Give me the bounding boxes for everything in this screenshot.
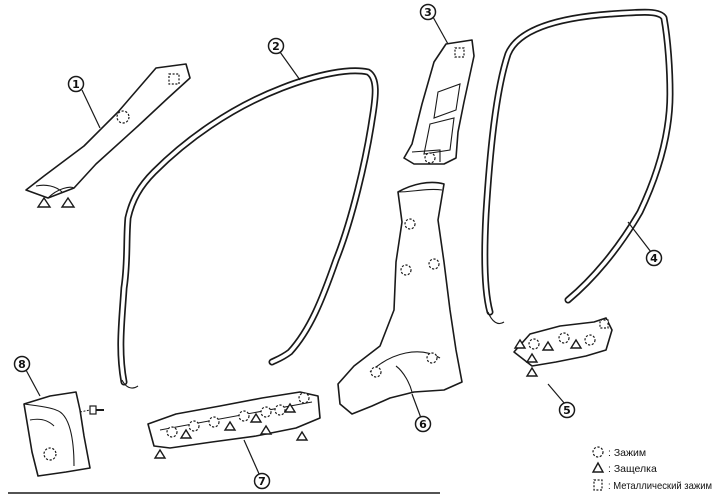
legend-clip-label: : Зажим: [608, 447, 646, 459]
clip-marker: [424, 152, 436, 164]
metal-clip-legend-icon: [593, 479, 603, 491]
legend: : Зажим : Защелка : Металлический зажим: [591, 446, 712, 492]
clip-marker: [558, 332, 570, 344]
metal-clip-marker: [454, 47, 465, 58]
catch-marker: [153, 448, 167, 459]
clip-marker: [208, 416, 220, 428]
leader-line: [411, 393, 422, 419]
clip-marker: [238, 410, 250, 422]
clip-marker: [43, 447, 57, 461]
callout-4: 4: [645, 249, 663, 267]
part-7-front-scuff-plate: [147, 391, 321, 459]
metal-clip-marker: [168, 73, 180, 85]
catch-marker: [179, 428, 193, 439]
catch-marker: [223, 420, 237, 431]
clip-marker: [166, 426, 178, 438]
svg-text:2: 2: [272, 40, 280, 53]
catch-marker: [60, 196, 76, 208]
svg-text:6: 6: [419, 418, 427, 431]
svg-text:7: 7: [258, 475, 266, 488]
clip-marker: [584, 334, 596, 346]
clip-legend-icon: [592, 446, 604, 458]
part-8-cowl-side-trim: [23, 391, 104, 477]
part-1-pillar-garnish: [25, 63, 191, 208]
leader-lines: [25, 16, 652, 477]
catch-marker: [36, 196, 52, 208]
clip-marker: [370, 366, 382, 378]
clip-marker: [260, 406, 272, 418]
catch-marker: [541, 340, 555, 351]
callout-5: 5: [558, 401, 576, 419]
clip-marker: [428, 258, 440, 270]
callout-1: 1: [67, 75, 85, 93]
leader-line: [547, 383, 566, 405]
leader-line: [279, 51, 301, 81]
part-6-b-pillar-lower: [337, 181, 463, 415]
catch-legend-icon: [591, 461, 605, 473]
callout-7: 7: [253, 472, 271, 490]
clip-marker: [298, 392, 310, 404]
clip-marker: [528, 338, 540, 350]
catch-marker: [525, 366, 539, 377]
svg-text:3: 3: [424, 6, 432, 19]
leader-line: [81, 89, 101, 129]
clip-marker: [426, 352, 438, 364]
leader-line: [432, 16, 449, 45]
catch-marker: [249, 412, 263, 423]
callout-3: 3: [419, 3, 437, 21]
callout-6: 6: [414, 415, 432, 433]
catch-marker: [295, 430, 309, 441]
clip-marker: [404, 218, 416, 230]
svg-text:1: 1: [72, 78, 80, 91]
clip-marker: [188, 420, 200, 432]
part-2-front-weatherstrip: [117, 67, 379, 389]
svg-text:5: 5: [563, 404, 571, 417]
part-5-rear-scuff-plate: [513, 317, 613, 377]
part-4-rear-weatherstrip: [481, 8, 674, 325]
legend-catch-row: : Защелка: [591, 461, 657, 475]
catch-marker: [569, 338, 583, 349]
leader-line: [627, 221, 652, 253]
clip-marker: [400, 264, 412, 276]
callout-8: 8: [13, 355, 31, 373]
clip-marker: [274, 404, 286, 416]
svg-text:8: 8: [18, 358, 26, 371]
metal-clip-marker: [599, 319, 609, 329]
legend-metal-clip-label: : Металлический зажим: [608, 480, 712, 492]
legend-metal-clip-row: : Металлический зажим: [593, 479, 712, 492]
catch-marker: [283, 402, 297, 413]
legend-catch-label: : Защелка: [608, 463, 657, 475]
clip-marker: [116, 110, 130, 124]
catch-marker: [513, 338, 527, 349]
leader-line: [243, 439, 261, 477]
callout-2: 2: [267, 37, 285, 55]
legend-clip-row: : Зажим: [592, 446, 646, 459]
svg-text:4: 4: [650, 252, 658, 265]
screw-icon: [79, 405, 104, 415]
catch-marker: [259, 424, 273, 435]
catch-marker: [525, 352, 539, 363]
leader-line: [25, 369, 41, 397]
part-3-b-pillar-upper: [403, 39, 475, 165]
